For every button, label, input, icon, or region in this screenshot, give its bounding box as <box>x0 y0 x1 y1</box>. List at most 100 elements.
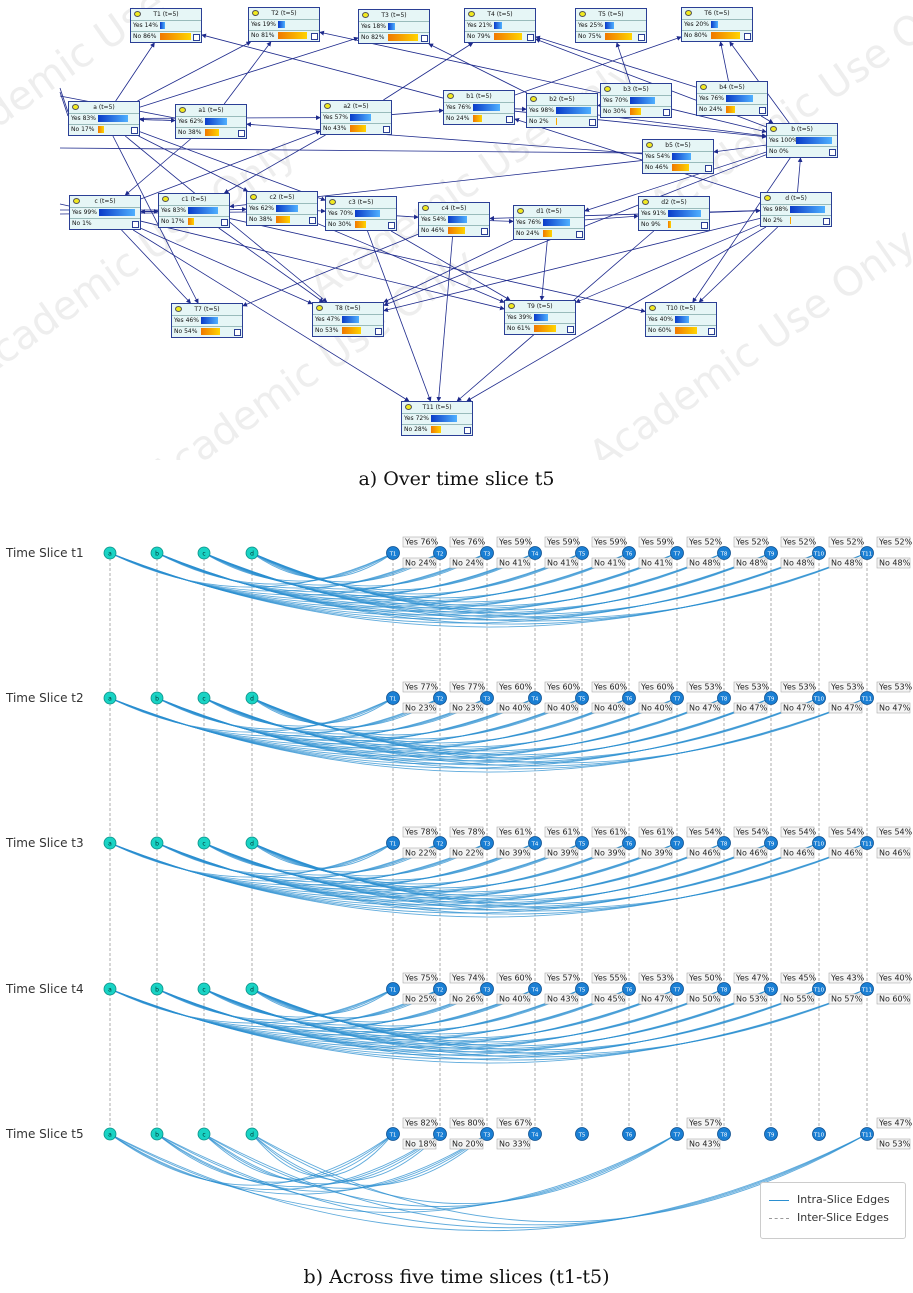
checkbox-icon[interactable] <box>589 119 596 126</box>
node-b[interactable] <box>150 691 164 705</box>
node-t1[interactable] <box>386 836 400 850</box>
node-t7[interactable] <box>670 1127 684 1141</box>
node-t4[interactable]: T4 (t=5)Yes 21%No 79% <box>464 8 536 43</box>
node-a[interactable]: a (t=5)Yes 83%No 17% <box>68 101 140 136</box>
node-d[interactable] <box>245 691 259 705</box>
node-t4[interactable] <box>528 546 542 560</box>
node-t7[interactable] <box>670 546 684 560</box>
checkbox-icon[interactable] <box>238 130 245 137</box>
checkbox-icon[interactable] <box>576 231 583 238</box>
node-t5[interactable] <box>575 1127 589 1141</box>
node-t4[interactable] <box>528 691 542 705</box>
node-b2[interactable]: b2 (t=5)Yes 98%No 2% <box>526 93 598 128</box>
checkbox-icon[interactable] <box>708 328 715 335</box>
node-d1[interactable]: d1 (t=5)Yes 76%No 24% <box>513 205 585 240</box>
node-t4[interactable] <box>528 836 542 850</box>
node-t1[interactable] <box>386 982 400 996</box>
checkbox-icon[interactable] <box>701 222 708 229</box>
node-t11[interactable] <box>860 546 874 560</box>
node-t5[interactable]: T5 (t=5)Yes 25%No 75% <box>575 8 647 43</box>
node-t11[interactable] <box>860 691 874 705</box>
checkbox-icon[interactable] <box>132 221 139 228</box>
node-a1[interactable]: a1 (t=5)Yes 62%No 38% <box>175 104 247 139</box>
checkbox-icon[interactable] <box>464 427 471 434</box>
checkbox-icon[interactable] <box>309 217 316 224</box>
checkbox-icon[interactable] <box>759 107 766 114</box>
node-t3[interactable]: T3 (t=5)Yes 18%No 82% <box>358 9 430 44</box>
node-t6[interactable]: T6 (t=5)Yes 20%No 80% <box>681 7 753 42</box>
node-t8[interactable] <box>717 546 731 560</box>
node-b4[interactable]: b4 (t=5)Yes 76%No 24% <box>696 81 768 116</box>
node-c[interactable] <box>197 546 211 560</box>
checkbox-icon[interactable] <box>527 34 534 41</box>
checkbox-icon[interactable] <box>375 328 382 335</box>
node-t10[interactable] <box>812 1127 826 1141</box>
node-t8[interactable] <box>717 691 731 705</box>
node-c[interactable] <box>197 982 211 996</box>
checkbox-icon[interactable] <box>506 116 513 123</box>
node-t6[interactable] <box>622 982 636 996</box>
node-t2[interactable] <box>433 1127 447 1141</box>
node-a[interactable] <box>103 982 117 996</box>
node-t10[interactable] <box>812 982 826 996</box>
node-t3[interactable] <box>480 546 494 560</box>
node-t7[interactable] <box>670 691 684 705</box>
node-t10[interactable] <box>812 836 826 850</box>
node-b[interactable] <box>150 982 164 996</box>
node-d[interactable] <box>245 982 259 996</box>
node-d2[interactable]: d2 (t=5)Yes 91%No 9% <box>638 196 710 231</box>
node-b5[interactable]: b5 (t=5)Yes 54%No 46% <box>642 139 714 174</box>
checkbox-icon[interactable] <box>383 126 390 133</box>
node-d[interactable] <box>245 546 259 560</box>
checkbox-icon[interactable] <box>421 35 428 42</box>
node-t1[interactable] <box>386 1127 400 1141</box>
node-a2[interactable]: a2 (t=5)Yes 57%No 43% <box>320 100 392 135</box>
node-c[interactable] <box>197 1127 211 1141</box>
node-t6[interactable] <box>622 691 636 705</box>
node-d[interactable]: d (t=5)Yes 98%No 2% <box>760 192 832 227</box>
node-t3[interactable] <box>480 1127 494 1141</box>
node-t5[interactable] <box>575 982 589 996</box>
checkbox-icon[interactable] <box>744 33 751 40</box>
node-t5[interactable] <box>575 691 589 705</box>
checkbox-icon[interactable] <box>481 228 488 235</box>
node-t11[interactable] <box>860 836 874 850</box>
node-t10[interactable]: T10 (t=5)Yes 40%No 60% <box>645 302 717 337</box>
node-c1[interactable]: c1 (t=5)Yes 83%No 17% <box>158 193 230 228</box>
node-c[interactable] <box>197 691 211 705</box>
checkbox-icon[interactable] <box>567 326 574 333</box>
node-b[interactable]: b (t=5)Yes 100%No 0% <box>766 123 838 158</box>
node-a[interactable] <box>103 546 117 560</box>
node-t7[interactable]: T7 (t=5)Yes 46%No 54% <box>171 303 243 338</box>
node-b[interactable] <box>150 546 164 560</box>
node-t3[interactable] <box>480 836 494 850</box>
node-t8[interactable]: T8 (t=5)Yes 47%No 53% <box>312 302 384 337</box>
node-t7[interactable] <box>670 836 684 850</box>
node-d[interactable] <box>245 836 259 850</box>
node-t10[interactable] <box>812 546 826 560</box>
checkbox-icon[interactable] <box>638 34 645 41</box>
node-t9[interactable]: T9 (t=5)Yes 39%No 61% <box>504 300 576 335</box>
node-b1[interactable]: b1 (t=5)Yes 76%No 24% <box>443 90 515 125</box>
node-t4[interactable] <box>528 1127 542 1141</box>
node-t2[interactable] <box>433 691 447 705</box>
node-t5[interactable] <box>575 546 589 560</box>
node-t8[interactable] <box>717 982 731 996</box>
node-t3[interactable] <box>480 691 494 705</box>
checkbox-icon[interactable] <box>705 165 712 172</box>
checkbox-icon[interactable] <box>221 219 228 226</box>
node-t11[interactable]: T11 (t=5)Yes 72%No 28% <box>401 401 473 436</box>
node-b[interactable] <box>150 1127 164 1141</box>
checkbox-icon[interactable] <box>829 149 836 156</box>
node-t1[interactable] <box>386 691 400 705</box>
node-t6[interactable] <box>622 1127 636 1141</box>
node-t11[interactable] <box>860 982 874 996</box>
checkbox-icon[interactable] <box>388 222 395 229</box>
node-b3[interactable]: b3 (t=5)Yes 70%No 30% <box>600 83 672 118</box>
node-b[interactable] <box>150 836 164 850</box>
node-c3[interactable]: c3 (t=5)Yes 70%No 30% <box>325 196 397 231</box>
node-a[interactable] <box>103 1127 117 1141</box>
node-t11[interactable] <box>860 1127 874 1141</box>
node-t9[interactable] <box>764 836 778 850</box>
node-a[interactable] <box>103 836 117 850</box>
